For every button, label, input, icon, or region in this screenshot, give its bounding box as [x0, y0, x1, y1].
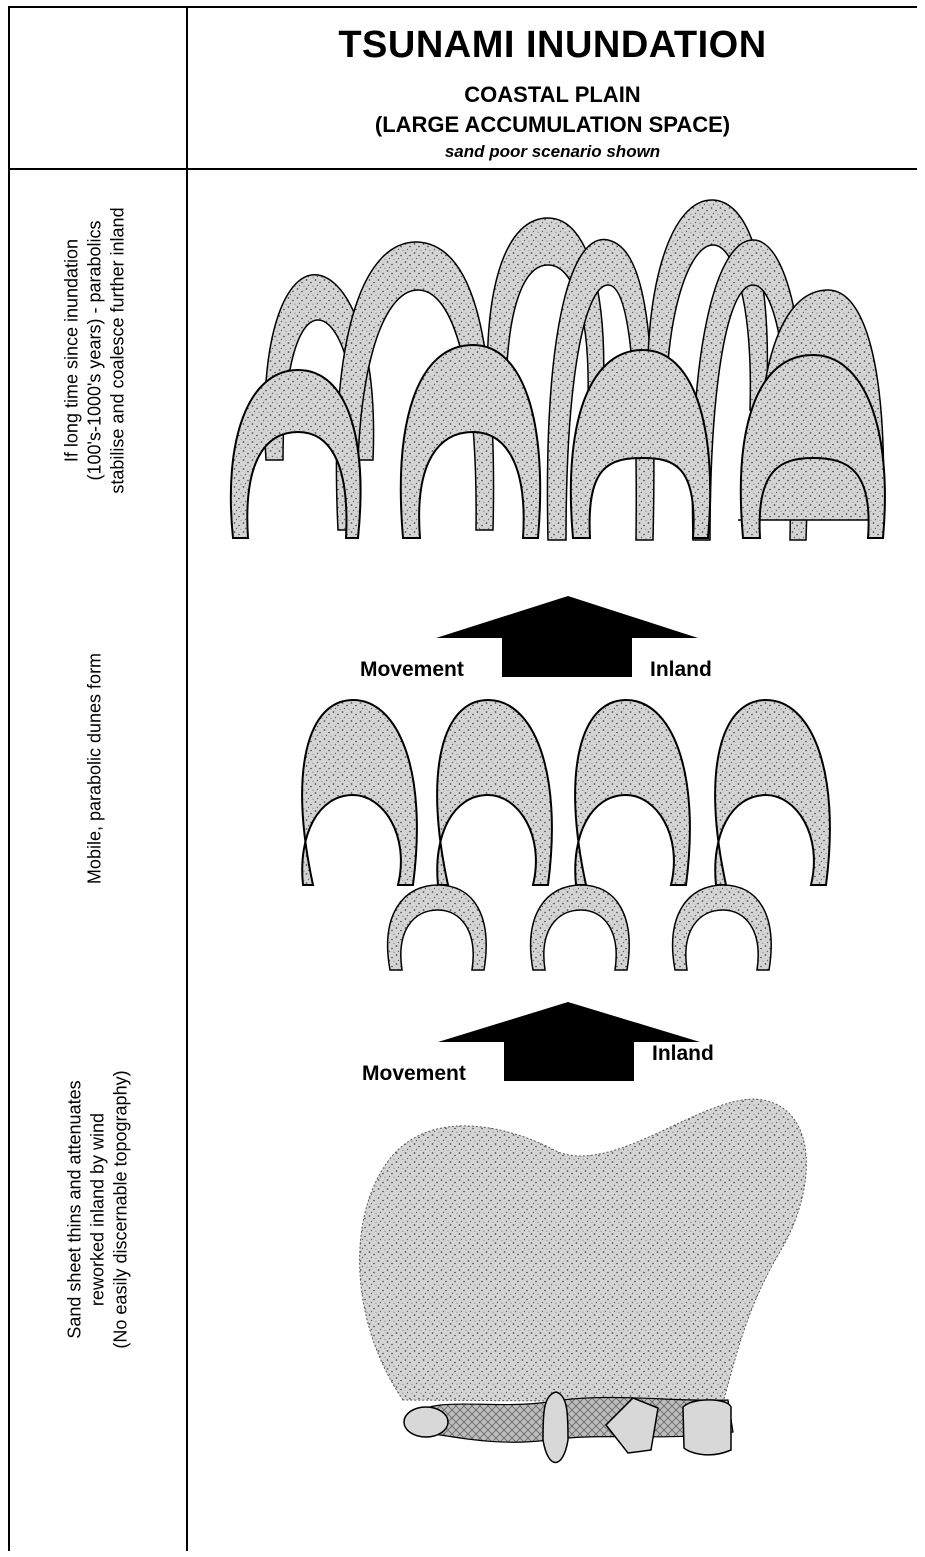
- sand-sheet: [360, 1099, 807, 1462]
- row-label-line: If long time since inundation: [61, 141, 84, 561]
- row-label-line: (No easily discernable topography): [110, 1005, 133, 1415]
- parabolic-dune-large: [302, 700, 417, 885]
- row-label-sand-sheet: Sand sheet thins and attenuates reworked…: [64, 1005, 133, 1415]
- parabolic-dune-large: [715, 700, 830, 885]
- parabolic-dune-small: [673, 885, 772, 970]
- movement-arrow-lower: Movement Inland: [362, 1002, 714, 1085]
- row-label-line: Sand sheet thins and attenuates: [64, 1005, 87, 1415]
- row-label-line: (100's-1000's years) - parabolics: [84, 141, 107, 561]
- diagram-title: TSUNAMI INUNDATION: [188, 24, 917, 67]
- sand-sheet-shape: [360, 1099, 807, 1402]
- parabolic-dune-front: [401, 345, 540, 538]
- arrow-label-inland: Inland: [652, 1042, 714, 1065]
- arrow-label-inland: Inland: [650, 658, 712, 681]
- parabolic-dune-small: [531, 885, 630, 970]
- subtitle-accumulation: (LARGE ACCUMULATION SPACE): [188, 112, 917, 138]
- boulder: [683, 1400, 731, 1455]
- diagram-header: TSUNAMI INUNDATION COASTAL PLAIN (LARGE …: [188, 8, 917, 168]
- row-label-line: Mobile, parabolic dunes form: [84, 567, 107, 971]
- movement-arrow-upper: Movement Inland: [360, 596, 712, 681]
- arrow-label-movement: Movement: [360, 658, 464, 681]
- subtitle-scenario: sand poor scenario shown: [188, 142, 917, 162]
- boulder: [543, 1392, 568, 1463]
- subtitle-setting: COASTAL PLAIN: [188, 82, 917, 108]
- parabolic-dune-small: [388, 885, 487, 970]
- row-label-mobile: Mobile, parabolic dunes form: [84, 567, 107, 971]
- boulder: [404, 1407, 448, 1437]
- frame-left-border: [8, 6, 10, 1551]
- arrow-label-movement: Movement: [362, 1062, 466, 1085]
- row-label-line: stabilise and coalesce further inland: [107, 141, 130, 561]
- parabolic-dune-large: [437, 700, 552, 885]
- dune-diagram: Movement Inland Movement Inland: [188, 170, 917, 1551]
- row-label-line: reworked inland by wind: [87, 1005, 110, 1415]
- mobile-parabolic-dunes: [302, 700, 830, 970]
- row-label-coalesced: If long time since inundation (100's-100…: [61, 141, 130, 561]
- parabolic-dune-large: [575, 700, 690, 885]
